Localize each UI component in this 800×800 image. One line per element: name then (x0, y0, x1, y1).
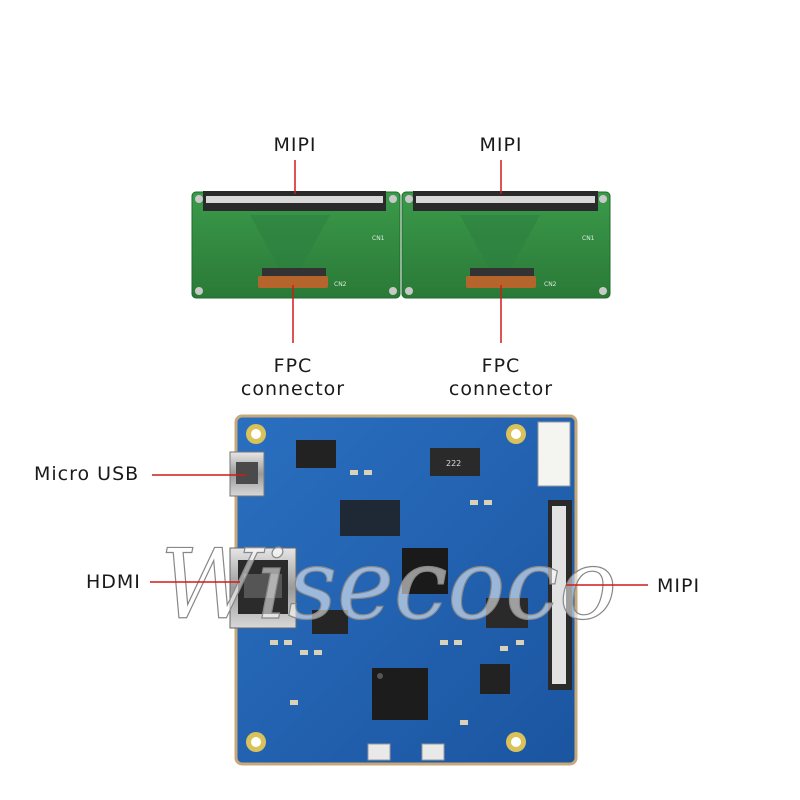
label-fpc-left-line2: connector (240, 378, 346, 400)
label-fpc-right-line1: FPC (481, 355, 521, 377)
label-micro-usb: Micro USB (34, 463, 140, 485)
chip-marking: 222 (446, 459, 461, 468)
label-top-right-mipi: MIPI (479, 134, 523, 156)
label-hdmi: HDMI (86, 571, 141, 593)
cn1-silkscreen-right: CN1 (582, 235, 595, 242)
label-mipi-right: MIPI (657, 575, 701, 597)
label-fpc-right-line2: connector (448, 378, 554, 400)
wisecoco-watermark: Wisecoco (160, 529, 617, 641)
adapter-board-left: CN1 CN2 (191, 191, 401, 299)
callout-lines (150, 160, 648, 586)
label-top-left-mipi: MIPI (273, 134, 317, 156)
main-driver-board: 222 (229, 414, 578, 766)
adapter-board-right: CN1 CN2 (401, 191, 611, 299)
cn1-silkscreen: CN1 (372, 235, 385, 242)
cn2-silkscreen-right: CN2 (544, 281, 557, 288)
label-fpc-left-line1: FPC (273, 355, 313, 377)
cn2-silkscreen: CN2 (334, 281, 347, 288)
